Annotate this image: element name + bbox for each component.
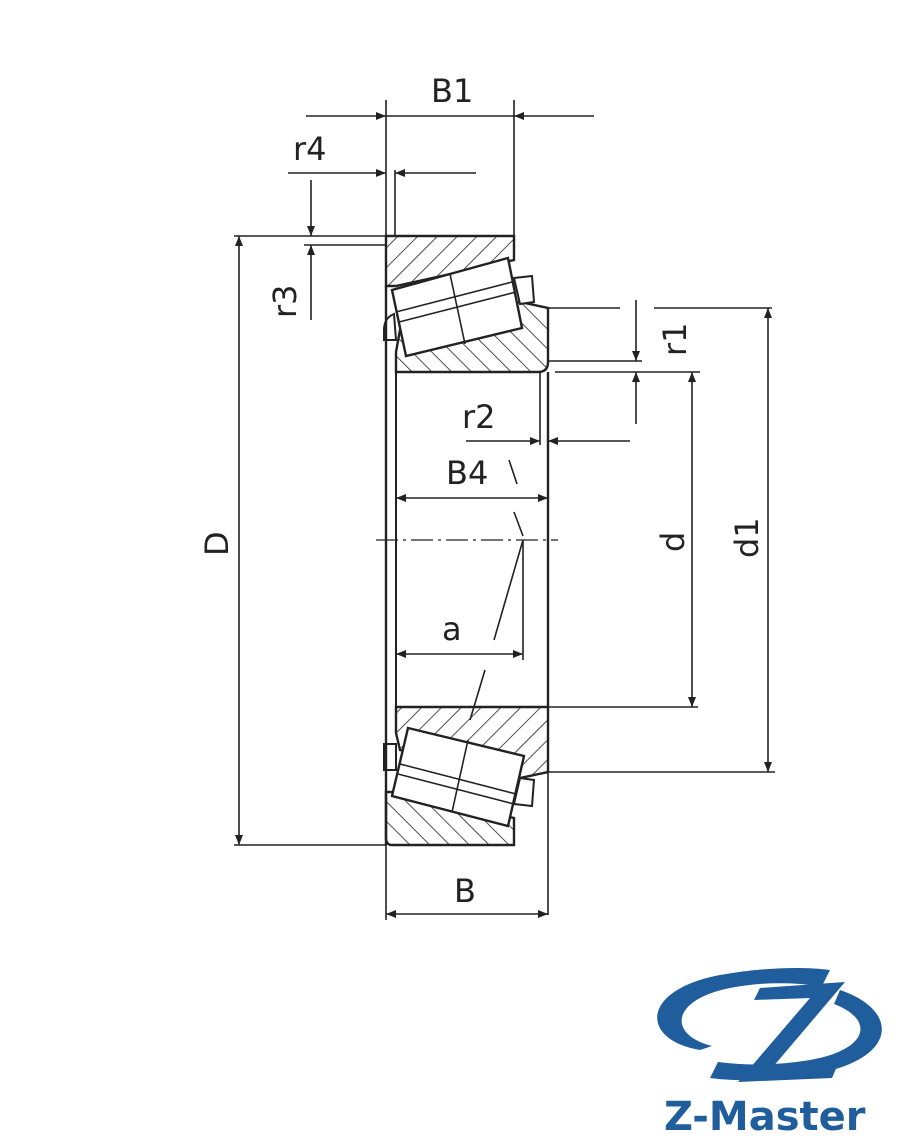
- label-a: a: [442, 610, 462, 648]
- label-r4: r4: [293, 130, 327, 168]
- label-d: d: [654, 532, 692, 552]
- label-B: B: [454, 872, 476, 910]
- z-master-logo: Z-Master: [657, 967, 882, 1140]
- label-d1: d1: [728, 517, 766, 558]
- dimension-lines: [234, 100, 775, 920]
- label-D: D: [198, 531, 236, 556]
- z-swoosh-icon: [657, 967, 882, 1082]
- label-B1: B1: [431, 72, 473, 110]
- bearing-body: [383, 234, 550, 847]
- label-r2: r2: [462, 398, 496, 436]
- label-r3: r3: [266, 284, 304, 318]
- brand-name: Z-Master: [664, 1094, 866, 1140]
- label-B4: B4: [446, 454, 488, 492]
- label-r1: r1: [656, 322, 694, 356]
